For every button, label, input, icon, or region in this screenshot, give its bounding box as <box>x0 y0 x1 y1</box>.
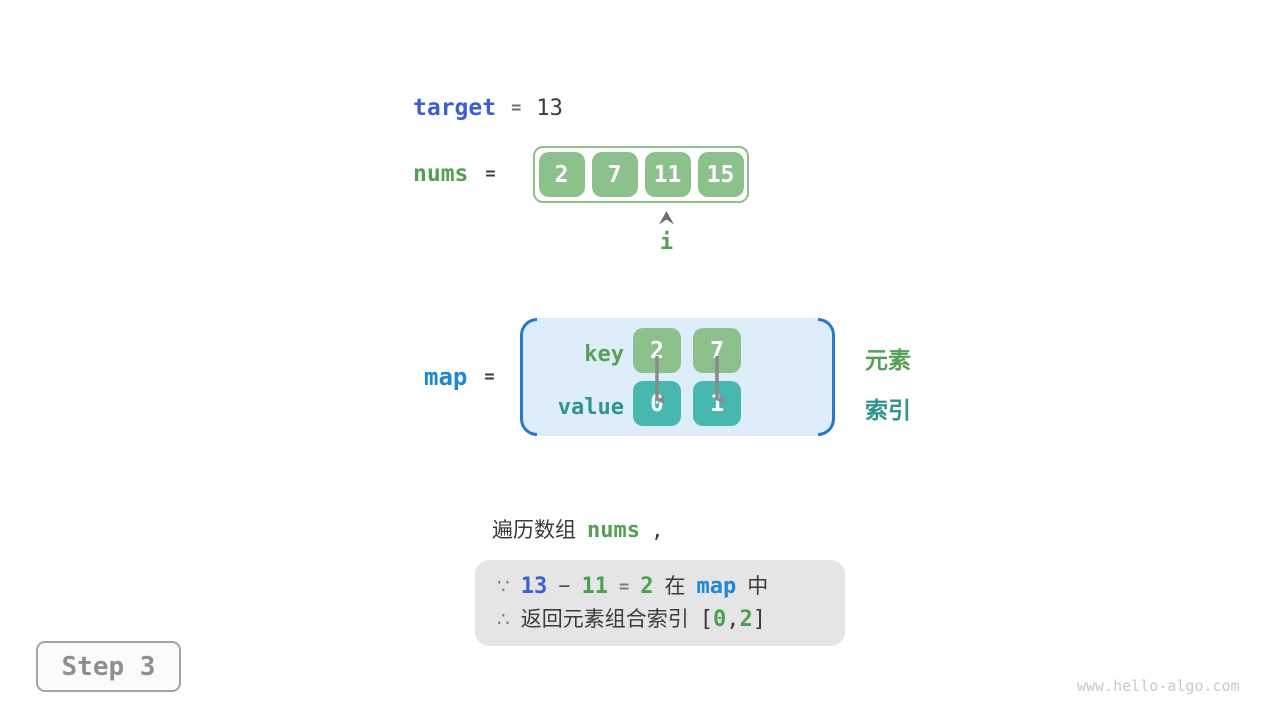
map-container: key value 2 7 0 1 <box>520 318 835 436</box>
because-symbol: ∵ <box>497 575 510 598</box>
result-value: 2 <box>640 573 654 599</box>
caption-row: 遍历数组 nums , <box>492 514 664 544</box>
step-badge-label: Step 3 <box>61 651 156 682</box>
note-line-2: ∴ 返回元素组合索引 [ 0 , 2 ] <box>497 604 845 636</box>
target-row: target = 13 <box>413 95 563 121</box>
minus-sign: − <box>558 574 571 598</box>
subtrahend-value: 11 <box>581 573 609 599</box>
element-side-label: 元素 <box>865 347 911 373</box>
array-cell-2: 11 <box>644 152 691 197</box>
map-code-token: map <box>696 573 737 599</box>
nums-equals: = <box>485 164 496 184</box>
map-bracket-right <box>818 318 835 436</box>
open-bracket: [ <box>699 606 713 632</box>
map-key-cell-0: 2 <box>633 328 681 373</box>
note-equals: = <box>619 576 630 597</box>
index-comma: , <box>726 606 740 632</box>
map-value-cell-0: 0 <box>633 381 681 426</box>
map-equals: = <box>484 367 495 387</box>
step-badge: Step 3 <box>36 641 181 692</box>
caption-code-nums: nums <box>587 518 640 543</box>
map-bracket-left <box>520 318 537 436</box>
map-keyword: map <box>424 363 468 391</box>
conclusion-note-box: ∵ 13 − 11 = 2 在 map 中 ∴ 返回元素组合索引 [ 0 , 2… <box>475 560 845 646</box>
map-label-row: map = <box>424 363 495 391</box>
map-key-label: key <box>584 342 624 367</box>
caption-comma: , <box>650 518 664 542</box>
site-watermark: www.hello-algo.com <box>1077 677 1240 695</box>
target-keyword: target <box>413 95 497 121</box>
return-text: 返回元素组合索引 <box>520 607 689 631</box>
map-key-cell-1: 7 <box>693 328 741 373</box>
result-index-0: 0 <box>712 606 727 632</box>
close-bracket: ] <box>752 606 766 632</box>
result-index-pair: [ 0 , 2 ] <box>700 604 766 636</box>
index-pointer-label: i <box>659 230 674 255</box>
nums-array: 2 7 11 15 <box>533 146 749 203</box>
array-cell-0: 2 <box>538 152 585 197</box>
minuend-value: 13 <box>520 573 548 599</box>
array-cell-3: 15 <box>697 152 744 197</box>
map-value-cell-1: 1 <box>693 381 741 426</box>
caption-text: 遍历数组 <box>492 519 576 542</box>
target-equals: = <box>511 98 522 118</box>
nums-label-row: nums = <box>413 161 496 187</box>
result-index-1: 2 <box>739 606 753 632</box>
index-pointer-arrow-icon <box>659 211 674 225</box>
in-prefix-text: 在 <box>664 574 686 598</box>
index-side-label: 索引 <box>865 397 911 423</box>
nums-keyword: nums <box>413 161 469 187</box>
in-suffix-text: 中 <box>747 574 769 598</box>
array-cell-1: 7 <box>591 152 638 197</box>
target-value: 13 <box>536 95 563 121</box>
map-value-label: value <box>557 395 624 420</box>
note-line-1: ∵ 13 − 11 = 2 在 map 中 <box>497 571 845 603</box>
therefore-symbol: ∴ <box>497 608 510 631</box>
